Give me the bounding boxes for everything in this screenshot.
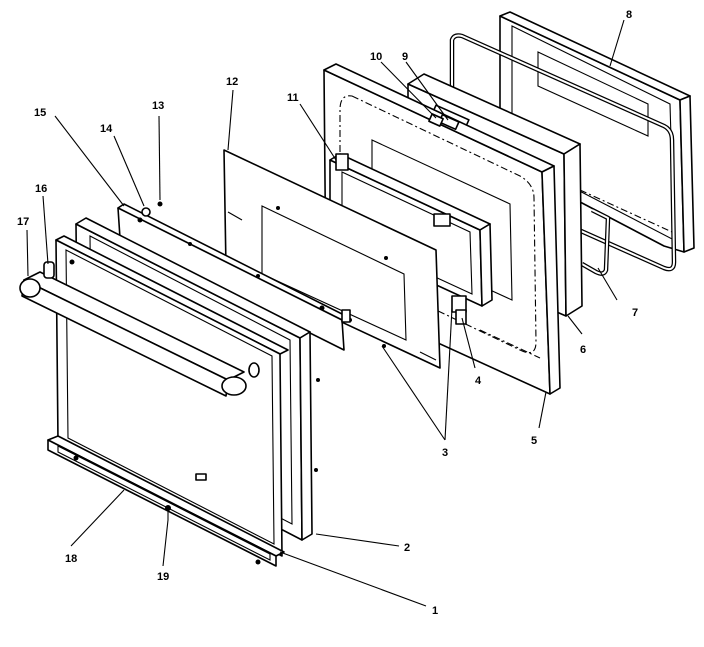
callout-18: 18 xyxy=(65,553,77,565)
part-door-handle xyxy=(19,271,260,397)
part-nut-14 xyxy=(141,207,151,217)
part-clip-4 xyxy=(455,309,467,325)
callout-12: 12 xyxy=(226,76,238,88)
part-clip-10 xyxy=(428,113,444,127)
part-bottom-trim xyxy=(47,435,285,567)
callout-7: 7 xyxy=(632,307,638,319)
part-handle-end-cap xyxy=(43,261,55,279)
callout-labels: 8 7 6 5 4 3 10 9 11 12 13 14 15 16 17 18… xyxy=(17,9,638,617)
callout-3: 3 xyxy=(442,447,448,459)
callout-11: 11 xyxy=(287,92,299,104)
part-screw-13 xyxy=(157,201,163,207)
part-screw-19 xyxy=(165,505,171,520)
callout-15: 15 xyxy=(34,107,46,119)
callout-14: 14 xyxy=(100,123,113,135)
callout-4: 4 xyxy=(475,375,482,387)
callout-2: 2 xyxy=(404,542,410,554)
callout-8: 8 xyxy=(626,9,632,21)
part-window-glass xyxy=(329,153,493,313)
callout-19: 19 xyxy=(157,571,169,583)
leader-lines xyxy=(26,19,625,607)
callout-1: 1 xyxy=(432,605,438,617)
callout-9: 9 xyxy=(402,51,408,63)
part-top-trim xyxy=(117,203,351,351)
callout-13: 13 xyxy=(152,100,164,112)
callout-5: 5 xyxy=(531,435,537,447)
callout-16: 16 xyxy=(35,183,47,195)
part-heat-shield xyxy=(223,149,441,369)
callout-6: 6 xyxy=(580,344,586,356)
callout-10: 10 xyxy=(370,51,382,63)
callout-17: 17 xyxy=(17,216,29,228)
